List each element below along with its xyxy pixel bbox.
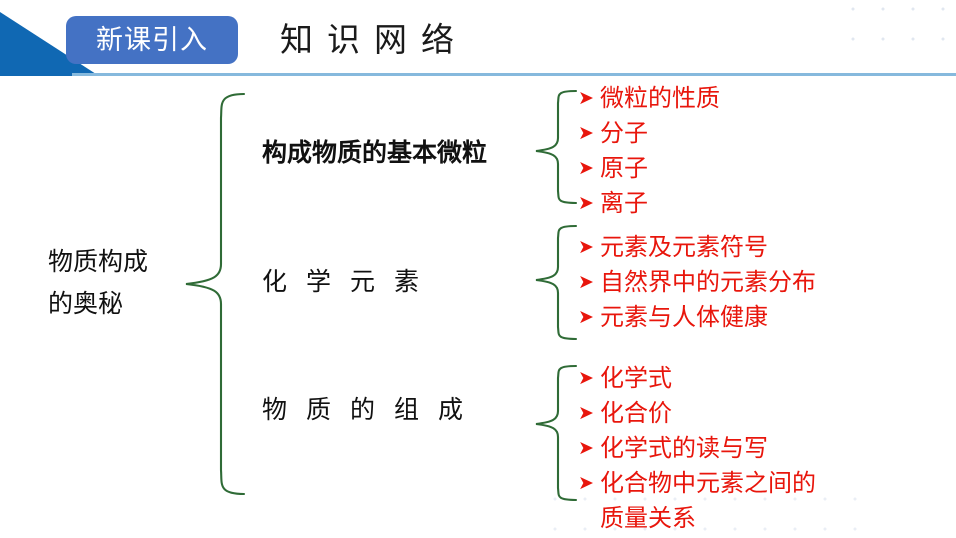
arrow-bullet-icon: ➤ [578,473,594,494]
list-item-label: 化学式的读与写 [600,435,768,462]
list-item: ➤ 化合价 [578,396,816,431]
arrow-bullet-icon: ➤ [578,272,594,293]
list-item: ➤ 元素及元素符号 [578,230,816,265]
slide-header: 新课引入 知识网络 [0,0,956,78]
list-item-label: 元素与人体健康 [600,304,768,331]
leaf-group-composition: ➤ 化学式 ➤ 化合价 ➤ 化学式的读与写 ➤ 化合物中元素之间的 质量关系 [578,361,816,536]
leaf-group-elements: ➤ 元素及元素符号 ➤ 自然界中的元素分布 ➤ 元素与人体健康 [578,230,816,335]
list-item: ➤ 元素与人体健康 [578,300,816,335]
page-title: 知识网络 [280,21,468,58]
list-item-label: 离子 [600,190,648,217]
list-item: ➤ 自然界中的元素分布 [578,265,816,300]
arrow-bullet-icon: ➤ [578,237,594,258]
arrow-bullet-icon: ➤ [578,403,594,424]
section-chip-badge: 新课引入 [66,16,238,64]
list-item-label: 化合物中元素之间的 质量关系 [600,470,816,532]
arrow-bullet-icon: ➤ [578,123,594,144]
arrow-bullet-icon: ➤ [578,368,594,389]
list-item: ➤ 微粒的性质 [578,81,720,116]
list-item: ➤ 原子 [578,151,720,186]
list-item-label: 自然界中的元素分布 [600,269,816,296]
list-item: ➤ 化学式 [578,361,816,396]
list-item-label: 微粒的性质 [600,85,720,112]
arrow-bullet-icon: ➤ [578,88,594,109]
branch-label-particles: 构成物质的基本微粒 [262,139,488,167]
list-item: ➤ 化学式的读与写 [578,431,816,466]
leaf-group-particles: ➤ 微粒的性质 ➤ 分子 ➤ 原子 ➤ 离子 [578,81,720,221]
arrow-bullet-icon: ➤ [578,307,594,328]
branch-label-composition: 物质的组成 [262,396,483,424]
list-item-label: 原子 [600,155,648,182]
header-divider-rule-accent [0,73,72,76]
arrow-bullet-icon: ➤ [578,438,594,459]
list-item: ➤ 离子 [578,186,720,221]
list-item-label: 化学式 [600,365,672,392]
list-item-label: 元素及元素符号 [600,234,768,261]
arrow-bullet-icon: ➤ [578,193,594,214]
list-item: ➤ 化合物中元素之间的 质量关系 [578,466,816,536]
branch-brace-icon-0 [535,89,578,205]
header-divider-rule [0,73,956,76]
list-item-label: 化合价 [600,400,672,427]
knowledge-network-diagram: 物质构成 的奥秘 构成物质的基本微粒 化学元素 物质的组成 ➤ 微粒的性质 ➤ … [0,78,956,538]
root-node-label: 物质构成 的奥秘 [48,248,149,318]
list-item: ➤ 分子 [578,116,720,151]
arrow-bullet-icon: ➤ [578,158,594,179]
list-item-label: 分子 [600,120,648,147]
branch-brace-icon-2 [535,364,578,502]
branch-label-elements: 化学元素 [262,268,439,296]
branch-brace-icon-1 [535,224,578,341]
